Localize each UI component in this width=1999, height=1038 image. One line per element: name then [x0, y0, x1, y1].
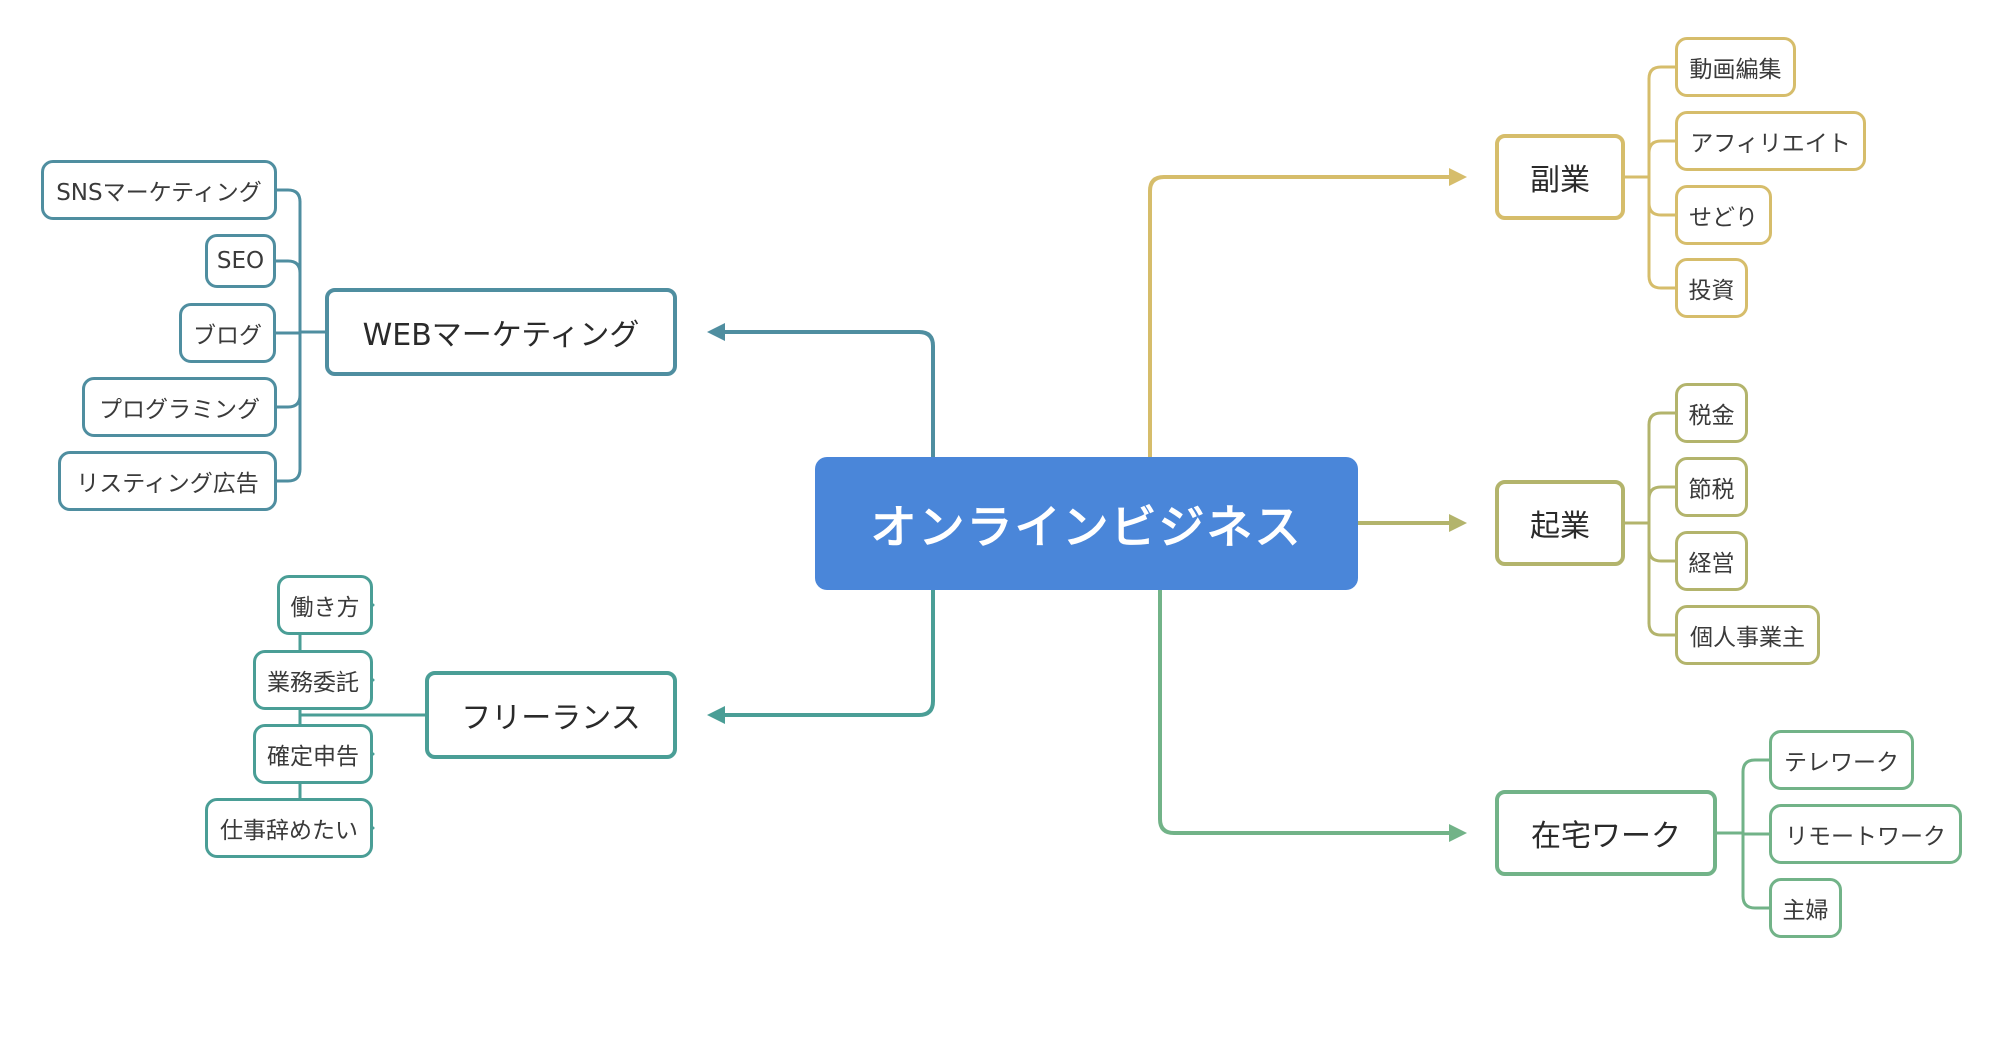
leaf-telework[interactable]: テレワーク — [1769, 730, 1914, 790]
arrow-head-b4 — [1449, 824, 1467, 842]
leaf-housewife[interactable]: 主婦 — [1769, 878, 1842, 938]
leaf-listing-ads[interactable]: リスティング広告 — [58, 451, 277, 511]
leaf-programming[interactable]: プログラミング — [82, 377, 277, 437]
connector-root-b4 — [1158, 588, 1463, 835]
branch-web-marketing[interactable]: WEBマーケティング — [325, 288, 677, 376]
bracket-branch-b2-3 — [1647, 274, 1677, 290]
connector-root-b1 — [711, 588, 935, 717]
bracket-branch-b2-1 — [1647, 139, 1677, 155]
connector-root-b0 — [711, 330, 935, 459]
bracket-branch-b0-0 — [275, 188, 302, 204]
leaf-work-style[interactable]: 働き方 — [277, 575, 373, 635]
leaf-tax-saving[interactable]: 節税 — [1675, 457, 1748, 517]
leaf-outsourcing[interactable]: 業務委託 — [253, 650, 373, 710]
leaf-seo[interactable]: SEO — [205, 234, 276, 288]
root-node[interactable]: オンラインビジネス — [815, 457, 1358, 590]
bracket-branch-b0-3 — [275, 393, 302, 409]
arrow-head-b0 — [707, 323, 725, 341]
bracket-branch-b4-0 — [1741, 758, 1771, 774]
branch-side-job[interactable]: 副業 — [1495, 134, 1625, 220]
branch-remote-work[interactable]: 在宅ワーク — [1495, 790, 1717, 876]
leaf-sns-marketing[interactable]: SNSマーケティング — [41, 160, 277, 220]
bracket-branch-b3-0 — [1647, 411, 1677, 427]
leaf-affiliate[interactable]: アフィリエイト — [1675, 111, 1866, 171]
leaf-remote-work[interactable]: リモートワーク — [1769, 804, 1962, 864]
leaf-management[interactable]: 経営 — [1675, 531, 1748, 591]
leaf-sole-proprietor[interactable]: 個人事業主 — [1675, 605, 1820, 665]
leaf-investment[interactable]: 投資 — [1675, 258, 1748, 318]
leaf-sedori[interactable]: せどり — [1675, 185, 1772, 245]
leaf-tax-return[interactable]: 確定申告 — [253, 724, 373, 784]
bracket-branch-b3-1 — [1647, 485, 1677, 501]
bracket-branch-b3-3 — [1647, 621, 1677, 637]
branch-startup[interactable]: 起業 — [1495, 480, 1625, 566]
branch-freelance[interactable]: フリーランス — [425, 671, 677, 759]
arrow-head-b3 — [1449, 514, 1467, 532]
leaf-tax[interactable]: 税金 — [1675, 383, 1748, 443]
bracket-branch-b2-0 — [1647, 65, 1677, 81]
arrow-head-b1 — [707, 706, 725, 724]
leaf-video-editing[interactable]: 動画編集 — [1675, 37, 1796, 97]
leaf-blog[interactable]: ブログ — [179, 303, 276, 363]
bracket-branch-b4-2 — [1741, 894, 1771, 910]
leaf-want-to-quit[interactable]: 仕事辞めたい — [205, 798, 373, 858]
bracket-branch-b0-4 — [275, 467, 302, 483]
arrow-head-b2 — [1449, 168, 1467, 186]
connector-root-b2 — [1148, 175, 1463, 459]
bracket-branch-b2-2 — [1647, 201, 1677, 217]
bracket-branch-b0-1 — [274, 259, 302, 275]
bracket-branch-b3-2 — [1647, 547, 1677, 563]
